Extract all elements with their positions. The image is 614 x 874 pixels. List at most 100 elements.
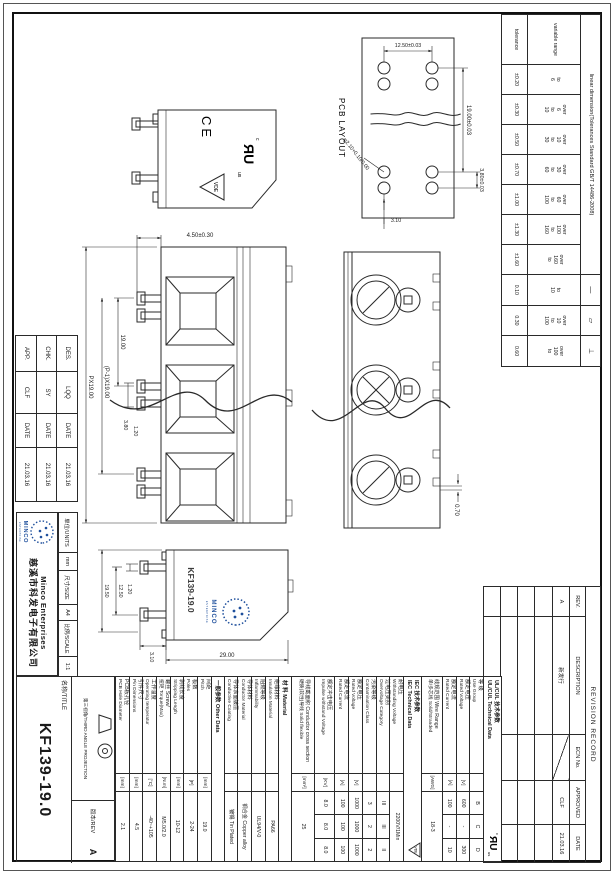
tech-label-en: Rated Current	[444, 679, 450, 710]
tech-label-en: Withstanding Voltage	[391, 679, 397, 725]
revision-empty-cell	[534, 734, 553, 781]
revision-empty-cell	[517, 824, 535, 863]
revision-data-cell: 新发行	[552, 616, 570, 735]
tolerance-value-cell: ±0.50	[501, 124, 528, 155]
revision-empty-cell	[500, 780, 518, 825]
revision-empty-cell	[517, 780, 535, 825]
tech-label-cn: 额定冲击电压	[325, 679, 332, 711]
tech-label-cn: PCB板孔径	[122, 679, 129, 706]
units-cell: 单位/UNITS	[57, 512, 78, 553]
revision-empty-row	[500, 586, 518, 863]
tolerance-range-label: variable range	[527, 14, 581, 65]
tech-value-cell: M5.0/2.0	[157, 791, 170, 861]
tech-row-values: 铜合金 Copper alloy	[238, 791, 252, 861]
tech-label-cn: 额定电流	[342, 679, 349, 700]
third-angle-projection-icon	[97, 713, 113, 758]
profile-dim-span: 12.50	[117, 584, 123, 597]
svg-text:c: c	[496, 833, 501, 835]
tech-row-unit	[252, 773, 265, 791]
units-cell: 尺寸/SIZE	[57, 570, 78, 605]
company-block: MINCO ENTERPRISE Minco Enterprises 慈溪市科发…	[16, 512, 59, 676]
revision-data-cell: 21.03.16	[552, 824, 570, 863]
top-dim-step: 0.70	[453, 504, 459, 516]
revision-data-cell	[552, 734, 570, 781]
revision-title-row: REVISION RECORD	[585, 586, 601, 863]
profile-dim-height: 29.00	[219, 653, 235, 659]
tech-value-cell: 2-24	[184, 791, 198, 861]
tech-row-values: 2-24	[184, 791, 198, 861]
tech-label-en: Insulation Material	[266, 679, 272, 718]
revision-data-cell: A	[552, 586, 570, 617]
ul-mark-c: c	[254, 138, 260, 141]
approvals-cell: DATE	[56, 413, 78, 448]
projection-cell: 第三视角/THIRD ANGLE PROJECTION	[71, 677, 115, 801]
tech-value-cell: -40~+105	[143, 791, 156, 861]
svg-text:ENTERPRISE: ENTERPRISE	[205, 601, 209, 624]
svg-text:MINCO: MINCO	[210, 600, 216, 625]
revision-empty-cell	[517, 734, 535, 781]
tech-label-en: 硬质(软性)导线 Solid flexible	[298, 679, 304, 740]
tech-row-unit	[238, 773, 252, 791]
revision-empty-cell	[517, 586, 535, 617]
tech-label-cn: 额定电压	[356, 679, 363, 700]
front-dim-span2: PX19.00	[87, 375, 93, 399]
tech-value-cell: 600	[456, 791, 470, 815]
tech-label-cn: 螺丝 Screw/	[164, 679, 171, 707]
title-label: 名称/TITLE	[60, 680, 66, 711]
approvals-cell: DES.	[56, 335, 78, 372]
tech-value-cell: 3	[362, 791, 376, 815]
svg-text:ENTERPRISE: ENTERPRISE	[19, 522, 22, 542]
tech-row-unit: [V]	[349, 773, 362, 791]
tech-value-cell: III	[376, 791, 390, 815]
tech-row-unit	[362, 773, 376, 791]
approvals-cell: DATE	[36, 413, 57, 448]
revision-empty-cell	[534, 586, 553, 617]
units-cell: A4	[57, 604, 78, 621]
tolerance-value-cell: ±1.60	[501, 244, 528, 275]
tech-row-values: -40~+105	[143, 791, 156, 861]
tech-label-cn: 额定电压	[463, 679, 470, 700]
tech-label-cn: 导体材料	[245, 679, 252, 700]
approvals-cell: 21.03.16	[56, 447, 78, 502]
profile-dim-len: 3.10	[148, 652, 154, 662]
tech-label-cn: 工作温度	[150, 679, 157, 700]
tolerance-value-cell: ±1.00	[501, 184, 528, 215]
tech-value-cell: 2.1	[114, 791, 129, 861]
part-number: KF139-19.0	[36, 722, 53, 818]
tech-value-cell: 10-12	[170, 791, 184, 861]
tech-row-values: 100-10	[442, 791, 456, 861]
tech-value-cell: 8.0	[315, 837, 335, 861]
tech-label-cn: 污染等级	[369, 679, 376, 700]
front-dim-span1: (P-1)X19.00	[103, 366, 109, 399]
front-dim-pitch: 19.00	[119, 334, 125, 350]
approvals-cell: APP.	[15, 335, 37, 372]
tech-label-en: Pin Dimensions	[130, 679, 136, 713]
rev-cell: 版本/REV A	[71, 801, 115, 863]
part-marking: KF139-19.0	[186, 567, 196, 613]
tech-row-unit: [P]	[184, 773, 198, 791]
units-cell: 比例/SCALE	[57, 620, 78, 657]
